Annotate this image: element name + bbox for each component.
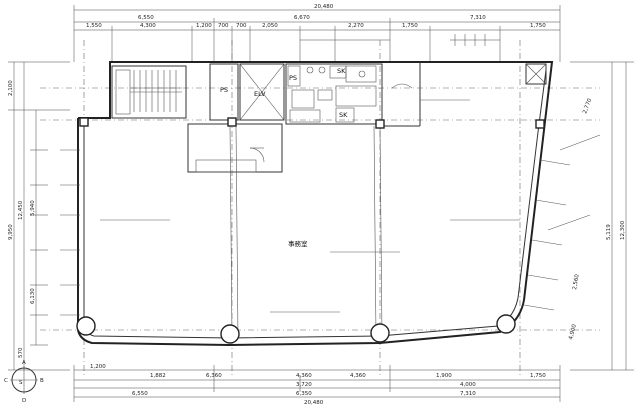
bottom-dim-1: 6,550 bbox=[132, 391, 148, 397]
top-dim-3: 7,310 bbox=[470, 15, 486, 21]
column-1 bbox=[76, 316, 96, 336]
right-dim-2: 5,119 bbox=[606, 224, 612, 240]
bottom-small-5: 1,750 bbox=[530, 373, 546, 379]
right-dim-1: 12,300 bbox=[620, 220, 626, 240]
top-seg-7: 2,270 bbox=[348, 23, 364, 29]
top-seg-6: 2,050 bbox=[262, 23, 278, 29]
top-seg-2: 4,300 bbox=[140, 23, 156, 29]
right-dim-4: 2,560 bbox=[572, 273, 581, 290]
column-7 bbox=[375, 119, 385, 129]
top-seg-8: 1,750 bbox=[402, 23, 418, 29]
compass-d: D bbox=[22, 398, 26, 404]
office-partitions bbox=[100, 99, 520, 339]
compass-b: B bbox=[40, 378, 44, 384]
left-dim-5: 6,130 bbox=[30, 288, 36, 304]
bottom-small-1: 1,200 bbox=[90, 364, 106, 370]
ps-label-2: PS bbox=[289, 74, 297, 82]
ps-label-1: PS bbox=[220, 86, 228, 94]
top-dimensions: 20,480 6,550 6,670 7,310 1,550 4,300 1,2… bbox=[73, 4, 561, 62]
left-dimensions: 2,100 9,950 12,450 5,940 6,130 570 bbox=[8, 61, 70, 371]
toilet-block: PS SK SK bbox=[285, 63, 383, 125]
right-dim-3: 2,770 bbox=[582, 97, 593, 114]
right-dimensions: 12,300 5,119 2,770 2,560 4,900 bbox=[547, 61, 634, 371]
bottom-small-4: 4,000 bbox=[460, 382, 476, 388]
left-dim-2: 9,950 bbox=[8, 224, 14, 240]
top-seg-9: 1,750 bbox=[530, 23, 546, 29]
bottom-small-3: 1,900 bbox=[436, 373, 452, 379]
left-dim-4: 5,940 bbox=[30, 200, 36, 216]
compass-a: A bbox=[22, 360, 26, 366]
column-5 bbox=[79, 117, 89, 127]
right-dim-5: 4,900 bbox=[568, 323, 578, 340]
orientation-symbol: A C B D S bbox=[4, 360, 44, 404]
lobby-area bbox=[187, 123, 283, 173]
bottom-seg-3: 4,360 bbox=[350, 373, 366, 379]
sk-label-1: SK bbox=[337, 67, 346, 75]
column-8 bbox=[535, 119, 545, 129]
elv-label: ELV bbox=[254, 90, 266, 98]
stair-core bbox=[111, 65, 187, 119]
top-overall-dim: 20,480 bbox=[314, 4, 334, 10]
upper-right-room bbox=[381, 62, 547, 127]
compass-c: C bbox=[4, 378, 8, 384]
bottom-dim-2: 6,350 bbox=[296, 391, 312, 397]
elevator-core: PS ELV bbox=[209, 63, 285, 121]
compass-s: S bbox=[19, 380, 23, 386]
top-seg-4: 700 bbox=[218, 23, 229, 29]
left-dim-1: 2,100 bbox=[8, 80, 14, 96]
building-outline bbox=[77, 61, 554, 347]
bottom-dim-3: 7,310 bbox=[460, 391, 476, 397]
top-dim-1: 6,550 bbox=[138, 15, 154, 21]
bottom-overall-dim: 20,480 bbox=[304, 400, 324, 406]
top-dim-2: 6,670 bbox=[294, 15, 310, 21]
office-room-label: 事務室 bbox=[288, 239, 308, 248]
sk-label-2: SK bbox=[339, 111, 348, 119]
left-dim-6: 570 bbox=[18, 347, 24, 358]
bottom-small-2: 1,882 bbox=[150, 373, 166, 379]
left-ticks bbox=[60, 149, 80, 316]
bottom-dim-mid: 3,720 bbox=[296, 382, 312, 388]
right-ticks bbox=[523, 159, 571, 311]
columns bbox=[76, 117, 545, 344]
column-6 bbox=[227, 117, 237, 127]
bottom-seg-2: 4,360 bbox=[296, 373, 312, 379]
top-seg-1: 1,550 bbox=[86, 23, 102, 29]
bottom-seg-1: 6,360 bbox=[206, 373, 222, 379]
column-4 bbox=[496, 314, 516, 334]
top-seg-5: 700 bbox=[236, 23, 247, 29]
top-seg-3: 1,200 bbox=[196, 23, 212, 29]
column-3 bbox=[370, 323, 390, 343]
bottom-dimensions: 20,480 6,550 6,350 7,310 3,720 6,360 4,3… bbox=[73, 364, 561, 406]
column-2 bbox=[220, 324, 240, 344]
left-dim-3: 12,450 bbox=[18, 200, 24, 220]
